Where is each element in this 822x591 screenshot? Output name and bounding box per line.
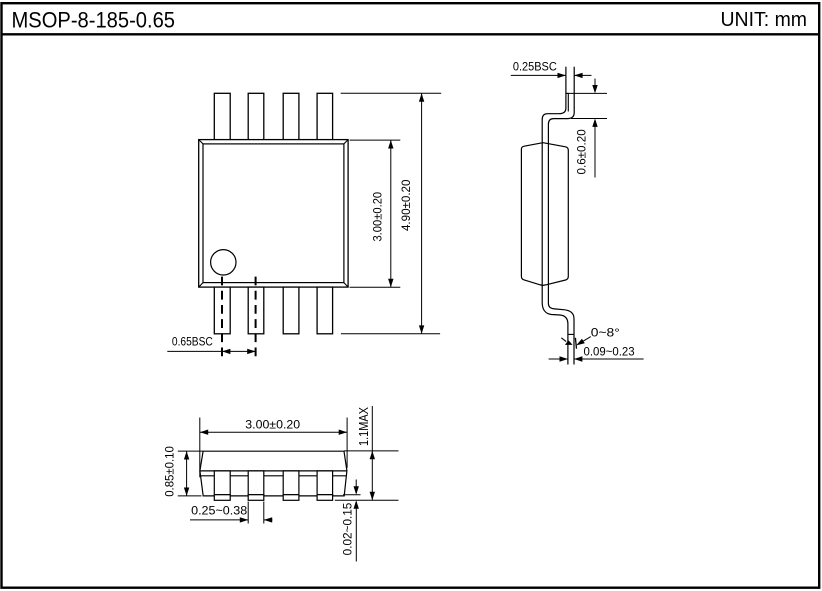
svg-text:4.90±0.20: 4.90±0.20	[399, 179, 413, 231]
svg-text:0.85±0.10: 0.85±0.10	[162, 446, 176, 497]
svg-text:0.65BSC: 0.65BSC	[172, 334, 213, 348]
svg-text:0.25~0.38: 0.25~0.38	[191, 504, 247, 518]
svg-text:0~8°: 0~8°	[591, 325, 620, 339]
svg-text:0.09~0.23: 0.09~0.23	[584, 345, 635, 359]
svg-text:0.25BSC: 0.25BSC	[513, 59, 557, 73]
svg-text:0.6±0.20: 0.6±0.20	[574, 129, 588, 175]
svg-text:UNIT: mm: UNIT: mm	[721, 8, 808, 31]
svg-text:MSOP-8-185-0.65: MSOP-8-185-0.65	[12, 8, 176, 33]
svg-text:1.1MAX: 1.1MAX	[357, 406, 371, 446]
svg-text:0.02~0.15: 0.02~0.15	[341, 502, 355, 555]
svg-text:3.00±0.20: 3.00±0.20	[245, 418, 300, 432]
svg-text:3.00±0.20: 3.00±0.20	[371, 191, 385, 241]
